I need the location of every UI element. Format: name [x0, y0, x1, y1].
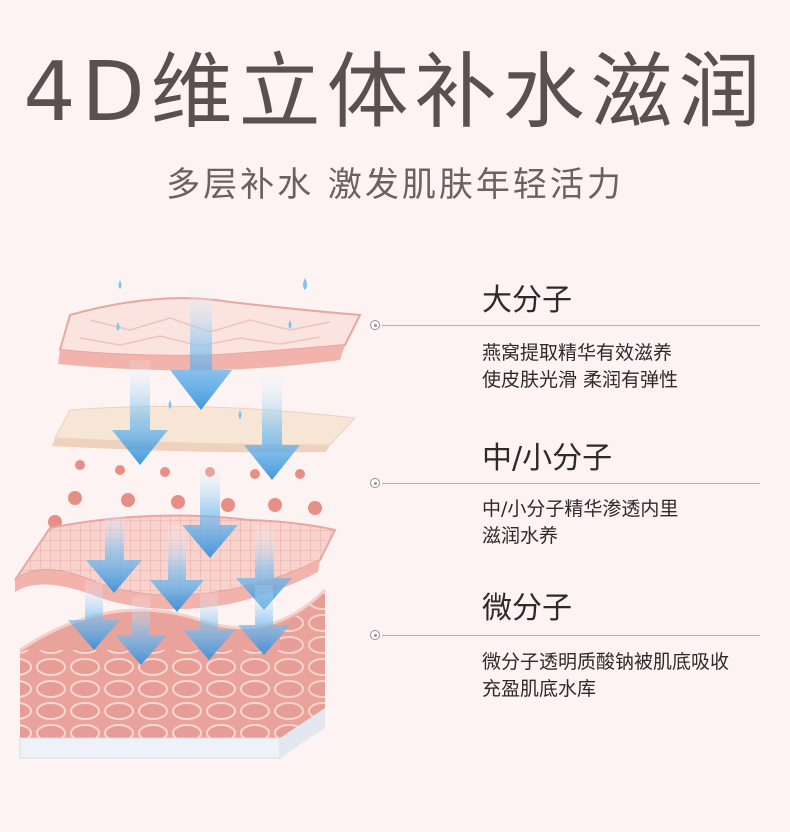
layer-desc-large-1: 燕窝提取精华有效滋养 — [482, 342, 673, 364]
connector-dot-icon — [370, 320, 380, 330]
connector-line — [382, 325, 760, 326]
layer-name-micro: 微分子 — [482, 591, 572, 626]
down-arrow-icon — [68, 280, 300, 665]
cell-block-layer — [19, 588, 327, 759]
connector-line — [382, 483, 760, 484]
layer-desc-micro-1: 微分子透明质酸钠被肌底吸收 — [482, 651, 730, 673]
layer-desc-large-2: 使皮肤光滑 柔润有弹性 — [482, 369, 679, 391]
middle-thin-layer — [52, 405, 357, 453]
layer-desc-mid-2: 滋润水养 — [482, 525, 559, 547]
water-drop-icon — [116, 278, 307, 419]
layer-desc-micro-2: 充盈肌底水库 — [482, 678, 597, 700]
layer-desc-mid-1: 中/小分子精华渗透内里 — [482, 498, 679, 520]
connector-dot-icon — [370, 630, 380, 640]
page-subtitle: 多层补水 激发肌肤年轻活力 — [166, 165, 624, 205]
skin-layers-illustration — [14, 278, 362, 759]
connector-line — [382, 635, 760, 636]
layer-name-mid: 中/小分子 — [482, 441, 613, 476]
layer-name-large: 大分子 — [482, 283, 572, 318]
connector-dot-icon — [370, 478, 380, 488]
page-title: 4D维立体补水滋润 — [23, 45, 767, 140]
